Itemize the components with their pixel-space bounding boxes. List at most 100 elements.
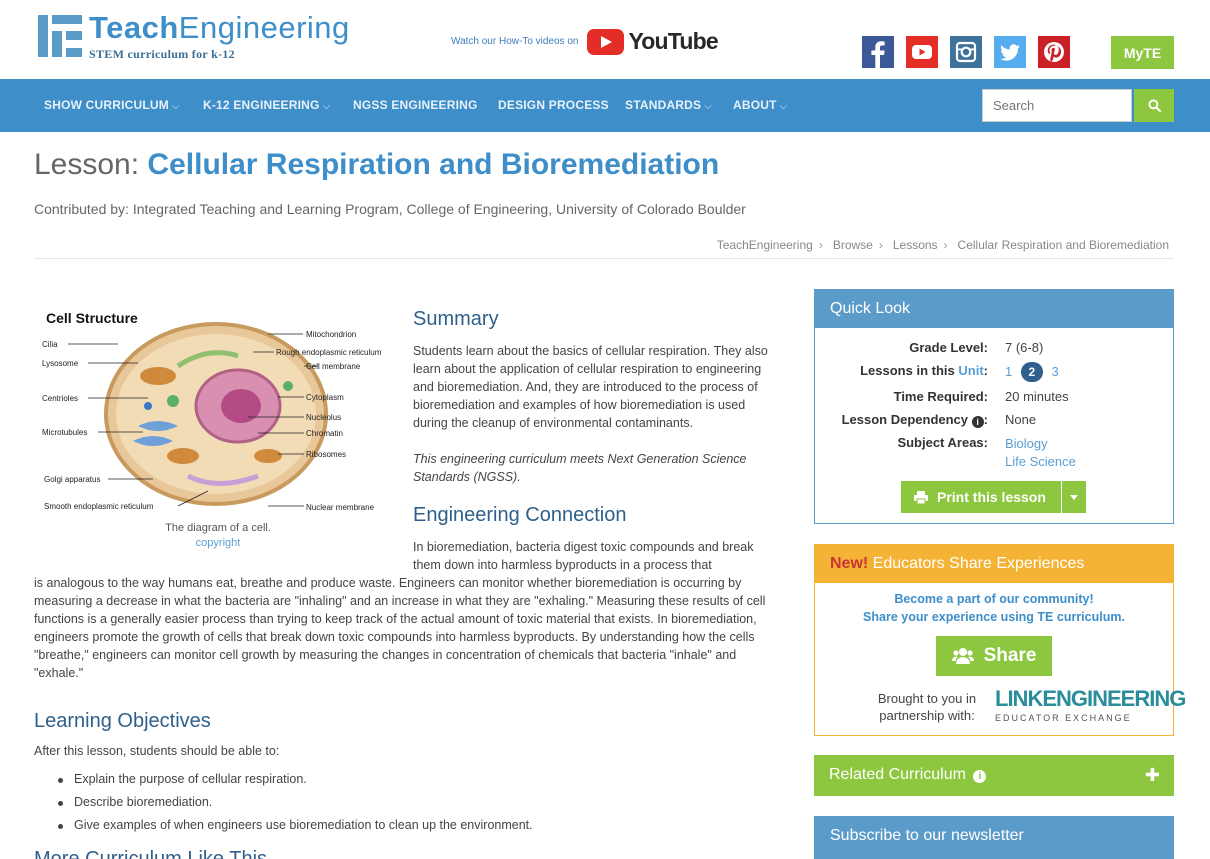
twitter-icon[interactable] <box>994 36 1026 68</box>
instagram-icon[interactable] <box>950 36 982 68</box>
share-button[interactable]: Share <box>936 636 1052 676</box>
youtube-promo-link[interactable]: Watch our How-To videos on YouTube <box>451 28 719 55</box>
nav-label: SHOW CURRICULUM <box>44 98 169 112</box>
divider <box>34 258 1174 259</box>
facebook-icon[interactable] <box>862 36 894 68</box>
nav-show-curriculum[interactable]: SHOW CURRICULUM⌵ <box>44 98 180 112</box>
nav-label: DESIGN PROCESS <box>498 98 609 112</box>
label-right-2: Cell membrane <box>306 362 361 371</box>
info-icon: i <box>973 770 987 783</box>
label-left-3: Microtubules <box>42 428 87 437</box>
logo-mark-icon <box>38 12 84 58</box>
time-required-label: Time Required: <box>893 389 988 404</box>
users-icon <box>951 648 974 664</box>
list-item: Give examples of when engineers use bior… <box>58 818 533 841</box>
page-title: Lesson: Cellular Respiration and Bioreme… <box>34 148 719 182</box>
search-icon <box>1147 99 1161 112</box>
chevron-right-icon: › <box>943 238 948 252</box>
print-lesson-button[interactable]: Print this lesson <box>901 481 1061 513</box>
subject-link-life-science[interactable]: Life Science <box>1005 454 1076 469</box>
logo-title-engineering: Engineering <box>178 10 350 45</box>
lesson-link-1[interactable]: 1 <box>1005 364 1013 379</box>
related-curriculum-toggle[interactable]: Related Curriculum i ✚ <box>814 755 1174 796</box>
copyright-link[interactable]: copyright <box>195 537 241 549</box>
label-left-1: Lysosome <box>42 359 79 368</box>
nav-label: STANDARDS <box>625 98 702 112</box>
youtube-logo: YouTube <box>587 28 719 55</box>
print-lesson-button-group: Print this lesson <box>901 481 1086 513</box>
unit-link[interactable]: Unit <box>958 363 984 378</box>
time-required-value: 20 minutes <box>1005 389 1069 404</box>
label-right-4: Nucleolus <box>306 413 341 422</box>
linkengineering-logo[interactable]: LINKENGINEERING EDUCATOR EXCHANGE <box>995 688 1186 724</box>
logo-title-teach: Teach <box>89 10 179 45</box>
lessons-label-text: Lessons in this <box>860 363 955 378</box>
lessons-in-unit-label: Lessons in this Unit: <box>860 363 988 378</box>
brought-to-you-text: Brought to you in partnership with: <box>877 691 977 723</box>
subject-areas-list: Biology Life Science <box>1005 435 1076 471</box>
pinterest-icon[interactable] <box>1038 36 1070 68</box>
youtube-icon[interactable] <box>906 36 938 68</box>
logo-subtitle: STEM curriculum for k-12 <box>89 47 235 61</box>
nav-design-process[interactable]: DESIGN PROCESS <box>498 98 609 112</box>
related-curriculum-label: Related Curriculum <box>829 766 966 783</box>
learning-objectives-heading: Learning Objectives <box>34 710 211 732</box>
label-right-7: Nuclear membrane <box>306 503 375 512</box>
chevron-down-icon: ⌵ <box>704 101 713 112</box>
nav-standards[interactable]: STANDARDS⌵ <box>625 98 712 112</box>
dependency-label-colon: : <box>983 412 988 427</box>
label-right-6: Ribosomes <box>306 450 346 459</box>
figure-caption: The diagram of a cell. <box>165 522 271 534</box>
youtube-promo-text: Watch our How-To videos on <box>451 36 579 47</box>
cell-diagram-image: Cell Structure Cilia Lysosome Centrioles… <box>38 306 400 518</box>
label-left-5: Smooth endoplasmic reticulum <box>44 502 154 511</box>
chevron-down-icon: ⌵ <box>779 101 788 112</box>
caret-down-icon <box>1070 494 1078 500</box>
label-left-0: Cilia <box>42 340 58 349</box>
newsletter-heading: Subscribe to our newsletter <box>814 816 1174 859</box>
engineering-text-part-2: is analogous to the way humans eat, brea… <box>34 576 766 680</box>
grade-level-value: 7 (6-8) <box>1005 340 1044 355</box>
engineering-text-part-1: In bioremediation, bacteria digest toxic… <box>413 540 754 572</box>
chevron-right-icon: › <box>818 238 823 252</box>
grade-level-label: Grade Level: <box>909 340 988 355</box>
contributed-by: Contributed by: Integrated Teaching and … <box>34 201 746 217</box>
search-input[interactable] <box>982 89 1132 122</box>
search-button[interactable] <box>1134 89 1174 122</box>
label-right-0: Mitochondrion <box>306 330 356 339</box>
nav-label: ABOUT <box>733 98 777 112</box>
dependency-label-text: Lesson Dependency <box>841 412 969 427</box>
educators-heading-text: Educators Share Experiences <box>872 555 1085 572</box>
subject-link-biology[interactable]: Biology <box>1005 436 1048 451</box>
ngss-note: This engineering curriculum meets Next G… <box>413 452 747 484</box>
lessons-label-colon: : <box>983 363 988 378</box>
label-right-5: Chromatin <box>306 429 343 438</box>
nav-ngss-engineering[interactable]: NGSS ENGINEERING <box>353 98 478 112</box>
educators-share-heading: New! Educators Share Experiences <box>815 545 1173 583</box>
site-logo[interactable]: TeachEngineering STEM curriculum for k-1… <box>38 12 350 60</box>
info-icon[interactable]: i <box>971 416 984 428</box>
community-line: Become a part of our community! <box>894 592 1094 606</box>
breadcrumb-browse[interactable]: Browse <box>832 238 873 252</box>
summary-heading: Summary <box>413 308 499 330</box>
breadcrumb-home[interactable]: TeachEngineering <box>716 238 813 252</box>
label-left-4: Golgi apparatus <box>44 475 100 484</box>
nav-about[interactable]: ABOUT⌵ <box>733 98 787 112</box>
list-item: Explain the purpose of cellular respirat… <box>58 772 533 795</box>
page-title-prefix: Lesson: <box>34 148 140 181</box>
share-experience-line: Share your experience using TE curriculu… <box>863 610 1125 624</box>
breadcrumb-lessons[interactable]: Lessons <box>892 238 938 252</box>
youtube-play-icon <box>587 28 625 55</box>
nav-k12-engineering[interactable]: K-12 ENGINEERING⌵ <box>203 98 330 112</box>
top-header: TeachEngineering STEM curriculum for k-1… <box>0 0 1210 79</box>
print-lesson-label: Print this lesson <box>937 489 1046 505</box>
chevron-right-icon: › <box>878 238 883 252</box>
myte-button[interactable]: MyTE <box>1111 36 1174 69</box>
nav-label: K-12 ENGINEERING <box>203 98 320 112</box>
chevron-down-icon: ⌵ <box>172 101 180 112</box>
lesson-link-3[interactable]: 3 <box>1051 364 1059 379</box>
subject-areas-label: Subject Areas: <box>897 435 988 450</box>
print-options-dropdown[interactable] <box>1061 481 1086 513</box>
plus-icon: ✚ <box>1144 765 1160 785</box>
share-label: Share <box>983 645 1037 666</box>
